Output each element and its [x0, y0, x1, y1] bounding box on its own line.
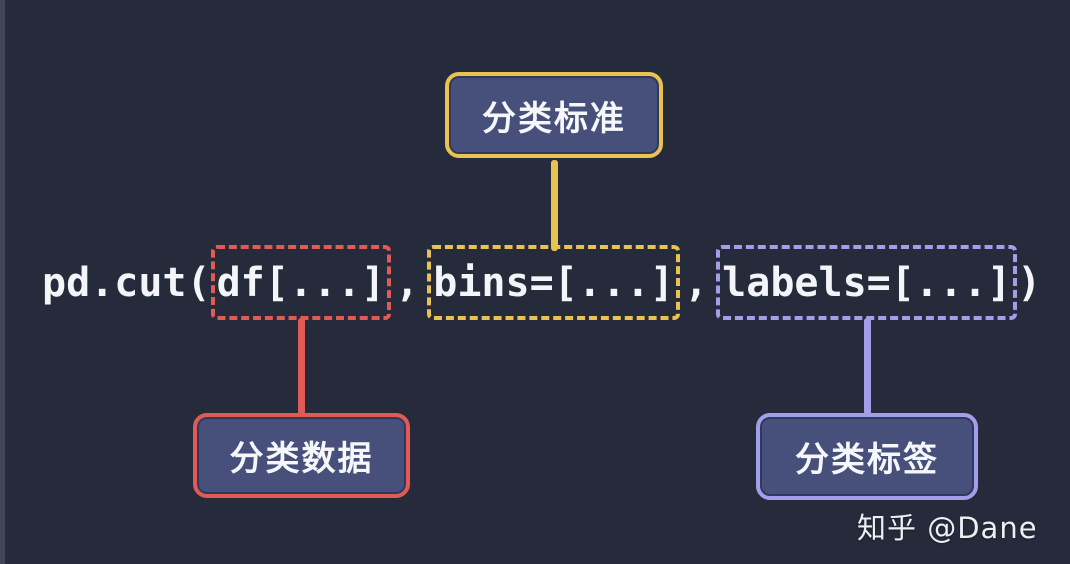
code-arg-labels: labels=[...]: [722, 259, 1012, 306]
callout-df: 分类数据: [193, 413, 410, 498]
callout-bins-label: 分类标准: [482, 98, 626, 139]
highlight-labels-arg: labels=[...]: [716, 245, 1018, 415]
callout-labels-label: 分类标签: [795, 440, 939, 480]
code-separator-1: ,: [395, 259, 420, 306]
code-separator-2: ,: [684, 259, 709, 306]
code-arg-df: df[...]: [216, 259, 386, 306]
connector-bins: [550, 160, 558, 251]
watermark: 知乎 @Dane: [857, 511, 1038, 545]
callout-bins: 分类标准: [445, 72, 663, 158]
highlight-bins-arg: bins=[...]: [427, 160, 681, 320]
code-prefix: pd.cut(: [42, 259, 211, 306]
code-line: pd.cut( df[...] , bins=[...] , labels=[.…: [42, 160, 1042, 415]
left-edge-shade: [0, 0, 5, 564]
callout-df-label: 分类数据: [229, 439, 374, 479]
connector-labels: [863, 318, 871, 415]
code-arg-bins: bins=[...]: [433, 259, 675, 306]
highlight-df-arg: df[...]: [210, 245, 392, 415]
code-suffix: ): [1017, 259, 1042, 306]
connector-df: [297, 318, 305, 415]
callout-labels: 分类标签: [756, 413, 978, 500]
